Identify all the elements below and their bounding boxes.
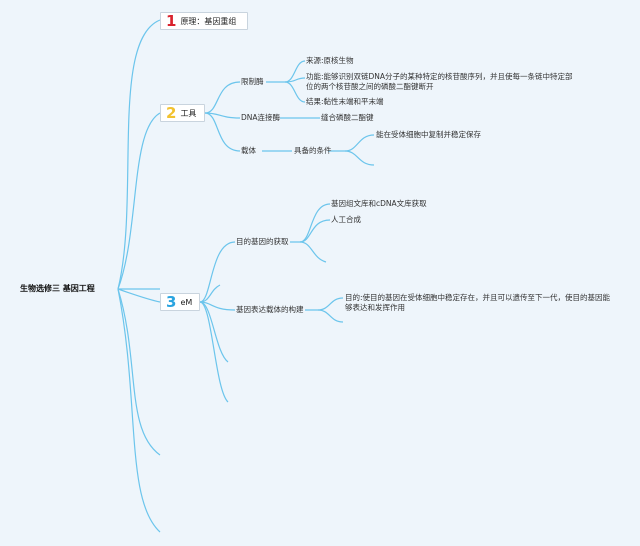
node-get-target-gene[interactable]: 目的基因的获取	[236, 237, 289, 246]
node-vector-condition-1[interactable]: 能在受体细胞中复制并稳定保存	[376, 130, 481, 139]
branch-tools[interactable]: 2 工具	[160, 104, 205, 122]
node-build-expression-vector[interactable]: 基因表达载体的构建	[236, 305, 304, 314]
number-three-icon: 3	[166, 293, 177, 311]
node-restriction-enzyme[interactable]: 限制酶	[241, 77, 264, 86]
node-enzyme-function[interactable]: 功能:能够识别双链DNA分子的某种特定的核苷酸序列，并且使每一条链中特定部位的两…	[306, 72, 573, 91]
node-dna-ligase[interactable]: DNA连接酶	[241, 113, 281, 122]
node-ligase-function[interactable]: 缝合磷酸二酯键	[321, 113, 374, 122]
node-enzyme-result[interactable]: 结果:黏性末端和平末端	[306, 97, 384, 106]
node-gene-library[interactable]: 基因组文库和cDNA文库获取	[331, 199, 427, 208]
branch-em-label: eM	[180, 297, 193, 307]
node-enzyme-source[interactable]: 来源:原核生物	[306, 56, 354, 65]
branch-em[interactable]: 3 eM	[160, 293, 200, 311]
branch-tools-label: 工具	[180, 108, 197, 118]
number-one-icon: 1	[166, 12, 177, 30]
branch-principle[interactable]: 1 原理：基因重组	[160, 12, 248, 30]
root-node[interactable]: 生物选修三 基因工程	[20, 284, 95, 293]
branch-principle-label: 原理：基因重组	[180, 16, 237, 26]
node-vector[interactable]: 载体	[241, 146, 256, 155]
number-two-icon: 2	[166, 104, 177, 122]
node-vector-conditions[interactable]: 具备的条件	[294, 146, 332, 155]
node-build-vector-purpose[interactable]: 目的:使目的基因在受体细胞中稳定存在，并且可以遗传至下一代，使目的基因能够表达和…	[345, 293, 611, 312]
node-artificial-synthesis[interactable]: 人工合成	[331, 215, 361, 224]
